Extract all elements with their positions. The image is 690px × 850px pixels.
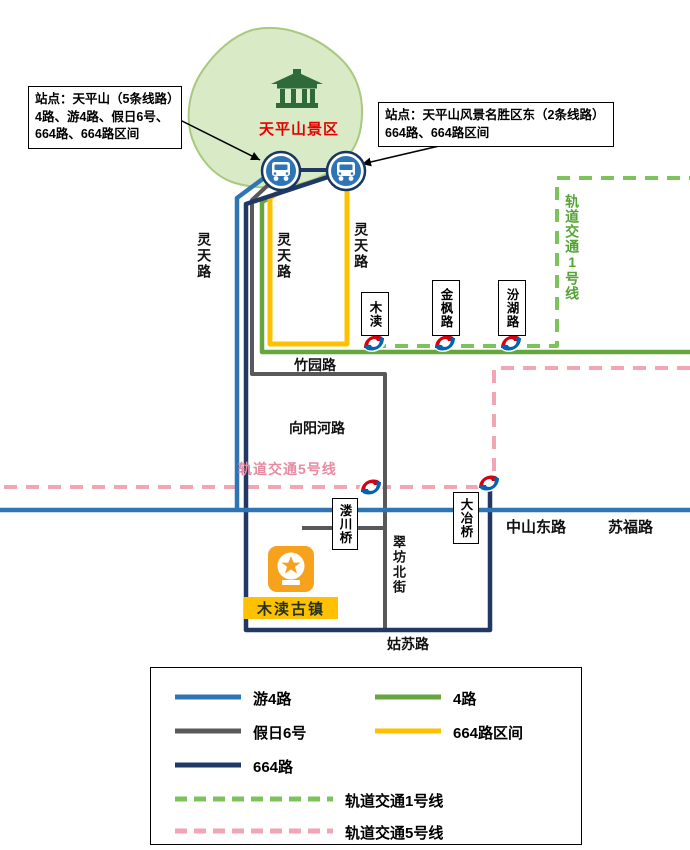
station-label-mudu: 木渎 [367,300,382,328]
scenic-spot-icon [268,546,314,592]
scenic-area-label: 天平山景区 [259,121,340,138]
road-label-sufu: 苏福路 [608,519,654,536]
road-label-lingtian-right: 灵天路 [353,222,370,270]
legend-label-rail1: 轨道交通1号线 [345,793,444,810]
temple-icon [271,69,323,108]
road-label-cuifang-north: 翠坊北街 [390,535,406,595]
legend-swatch-you4 [175,694,241,700]
legend: 游4路 4路 假日6号 664路区间 664路 轨道交通1号线 轨道交通5号线 [150,667,582,845]
legend-swatch-rail5 [175,828,333,834]
station-box-jinfeng: 金枫路 [432,280,460,336]
route-you4-line [234,170,274,510]
callout-tianpingshan-stop: 站点：天平山（5条线路）4路、游4路、假日6号、664路、664路区间 [28,86,182,149]
station-label-louchuan: 溇川桥 [337,503,352,545]
road-label-xiangyanghe: 向阳河路 [289,420,345,436]
legend-label-rail5: 轨道交通5号线 [345,825,444,842]
legend-label-664-branch: 664路区间 [453,725,524,742]
landmark-banner: 木渎古镇 [244,597,338,619]
station-box-mudu: 木渎 [361,292,389,336]
legend-label-664: 664路 [253,759,294,776]
legend-swatch-rail1 [175,796,333,802]
callout-left-arrow [167,113,261,161]
metro-station-icon-louchuan [359,478,383,496]
bus-stop-icon-left [260,150,302,192]
callout-scenic-east-stop: 站点：天平山风景名胜区东（2条线路）664路、664路区间 [378,102,614,147]
station-label-jinfeng: 金枫路 [438,287,453,329]
station-label-daye: 大冶桥 [458,497,473,539]
route-4-line [259,188,690,355]
metro-station-icon-jinfeng [433,334,457,352]
legend-label-jiari6: 假日6号 [253,725,307,742]
route-664-line [243,169,493,633]
station-box-louchuan: 溇川桥 [332,498,358,550]
legend-swatch-jiari6 [175,728,241,734]
station-label-fenhu: 汾湖路 [504,287,519,329]
legend-swatch-664 [175,762,241,768]
rail-line5-route [0,366,690,489]
road-label-zhuyuan: 竹园路 [294,357,336,373]
rail-line1-route [373,176,690,348]
rail-line1-label: 轨道交通1号线 [564,194,581,301]
legend-label-4lu: 4路 [453,691,477,708]
road-label-lingtian-mid: 灵天路 [276,232,293,280]
legend-label-you4: 游4路 [253,691,292,708]
route-jiari6-line [250,172,387,630]
road-label-zhongshan-east: 中山东路 [506,519,567,536]
legend-swatch-4lu [375,694,441,700]
legend-swatch-664-branch [375,728,441,734]
metro-station-icon-fenhu [499,334,523,352]
bus-stop-icon-right [325,150,367,192]
road-label-lingtian-left: 灵天路 [196,232,213,280]
station-box-fenhu: 汾湖路 [498,280,526,336]
road-label-gusu: 姑苏路 [387,636,429,652]
metro-station-icon-daye [477,474,501,492]
metro-station-icon-mudu [362,334,386,352]
station-box-daye: 大冶桥 [453,492,479,544]
rail-line5-label: 轨道交通5号线 [238,461,337,477]
